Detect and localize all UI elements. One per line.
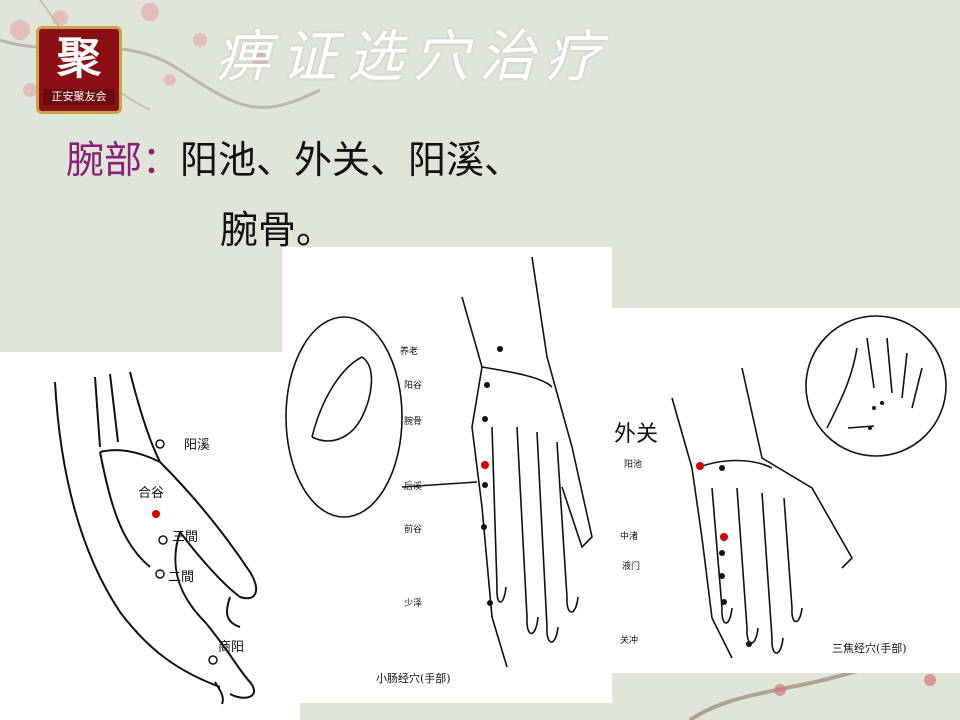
label-yanggu: 阳谷 [404, 381, 423, 391]
hand-illustration-middle [285, 256, 593, 668]
body-line-1: 腕部：阳池、外关、阳溪、 [66, 135, 522, 185]
label-shaoze: 少泽 [404, 599, 423, 609]
acupoint-hegu [152, 510, 160, 518]
label-erjian: 二間 [168, 570, 195, 585]
label-shangyang: 商阳 [218, 640, 245, 655]
acupoint-houxi [481, 461, 489, 469]
slide-title: 痹证选穴治疗 [215, 25, 611, 90]
logo-char: 聚 [57, 33, 101, 84]
label-yanglao: 养老 [400, 347, 419, 357]
label-wangu: 腕骨 [404, 417, 423, 427]
label-sanjian: 三間 [172, 530, 199, 545]
label-qiangu: 前谷 [404, 525, 423, 535]
figure-middle-hand: 养老 阳谷 腕骨 后溪 前谷 少泽 小肠经穴(手部) [282, 247, 612, 703]
acupoint-yangchi [696, 462, 704, 470]
body-line-1-text: 阳池、外关、阳溪、 [180, 138, 523, 182]
body-line-1-label: 腕部： [66, 138, 181, 182]
logo-subtitle: 正安聚友会 [43, 89, 115, 105]
label-yemen: 液门 [622, 562, 641, 572]
hand-illustration-right [671, 315, 947, 659]
figure-left-hand: 阳溪 合谷 三間 二間 商阳 [0, 352, 300, 720]
callout-waiguan: 外关 [614, 422, 659, 447]
acupoint-zhongzhu [720, 533, 728, 541]
label-guanchong: 关冲 [620, 636, 639, 646]
hand-illustration-left [54, 371, 258, 705]
label-yangchi: 阳池 [624, 460, 643, 470]
label-zhongzhu: 中渚 [620, 532, 639, 542]
label-yangxi: 阳溪 [184, 438, 211, 453]
brand-logo: 聚 正安聚友会 [36, 26, 122, 114]
label-houxi: 后溪 [404, 482, 423, 492]
body-line-2: 腕骨。 [220, 208, 335, 252]
label-hegu: 合谷 [138, 486, 165, 501]
figure-right-hand: 阳池 中渚 液门 关冲 三焦经穴(手部) [612, 308, 960, 673]
figure-caption-middle: 小肠经穴(手部) [376, 672, 451, 685]
figure-caption-right: 三焦经穴(手部) [832, 642, 907, 655]
